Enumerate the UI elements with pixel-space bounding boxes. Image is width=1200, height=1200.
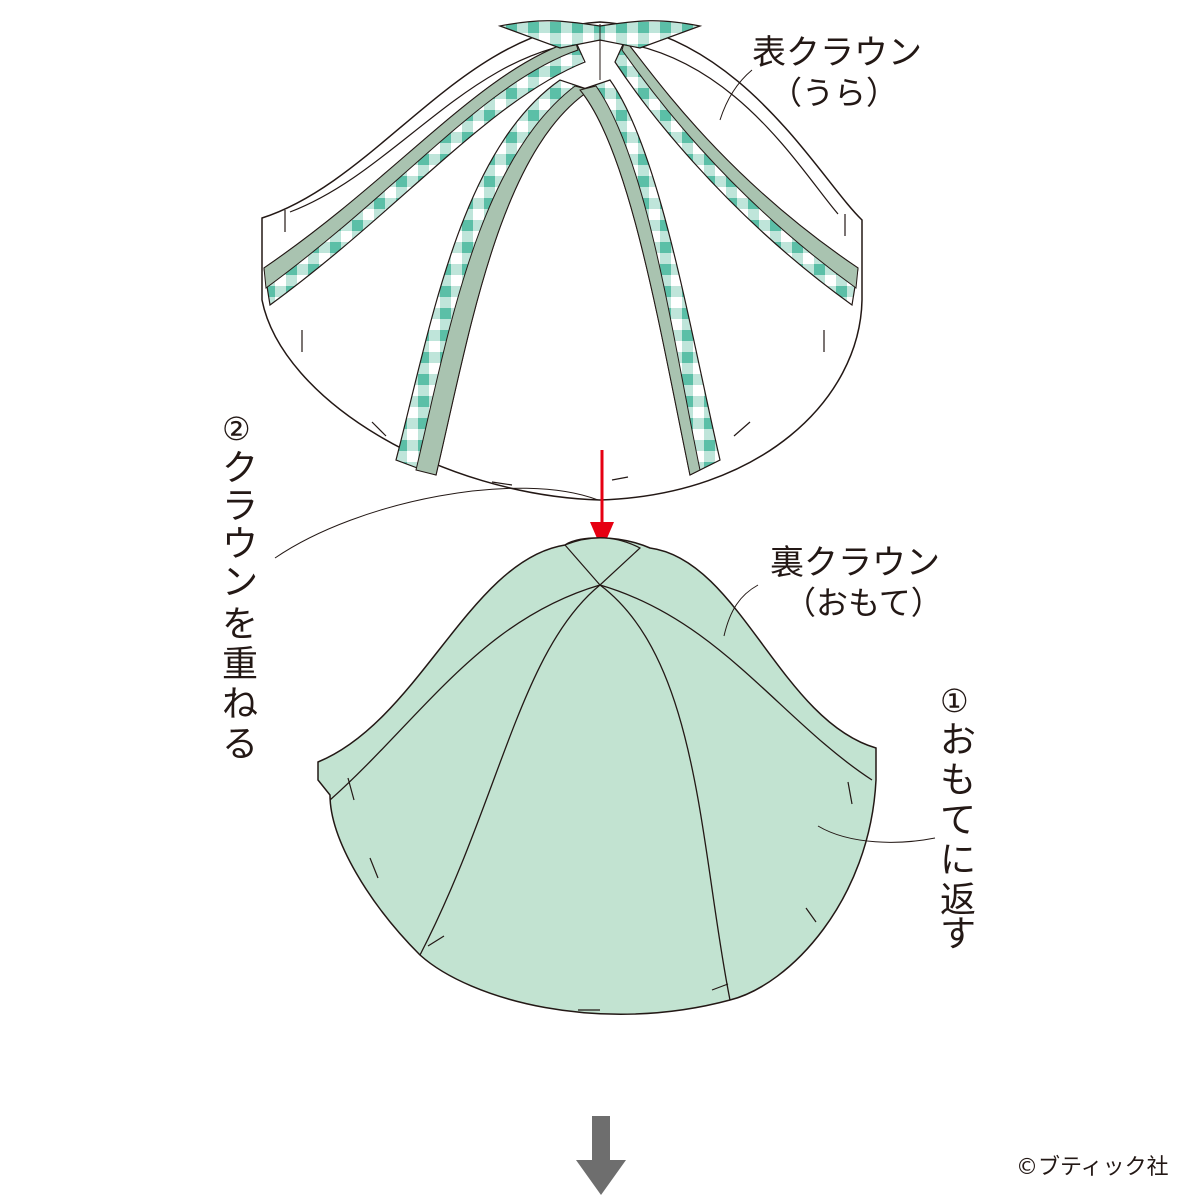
step2-vertical-text: ク ラ ウ ン を 重 ね る [222,448,258,765]
step1-char: お [940,720,976,761]
step1-number: ① [940,682,969,720]
left-seam-allowance [263,39,579,289]
step2-char: ン [222,562,258,603]
outer-crown-side: （うら） [770,74,898,112]
arrow-down-red-icon [590,450,614,550]
step1-char: 返 [940,880,976,921]
copyright-text: ©ブティック社 [1016,1155,1169,1180]
outer-crown-title: 表クラウン [752,33,922,73]
inner-crown-seams [329,584,873,1001]
step2-leader [274,487,599,559]
right-seam-allowance [621,38,859,289]
step1-char: も [940,760,976,801]
step1-vertical-text: お も て に 返 す [940,720,976,955]
outer-crown-leader [719,69,753,121]
step2-char: ね [222,684,258,725]
inner-crown [317,537,877,1015]
inner-crown-outline [317,537,877,1015]
step2-char: を [222,604,258,645]
step2-char: 重 [222,644,258,685]
notch-marks [284,210,846,486]
step1-char: に [940,840,976,881]
arrow-down-gray-icon [576,1116,626,1195]
step2-char: ラ [222,486,258,527]
step2-char: ウ [222,524,258,565]
outer-crown [261,20,863,501]
step2-char: る [222,724,258,765]
step1-char: す [940,914,976,955]
inner-notch-marks [347,777,853,1011]
inner-crown-leader [723,584,759,637]
center-right-seam-allowance [579,85,701,476]
step2-number: ② [222,410,251,448]
inner-crown-side: （おもて） [784,584,943,622]
inner-crown-top-cap [563,537,642,586]
step1-char: て [940,800,976,841]
inner-crown-title: 裏クラウン [770,543,940,583]
step1-leader [817,825,936,843]
step2-char: ク [222,448,258,489]
